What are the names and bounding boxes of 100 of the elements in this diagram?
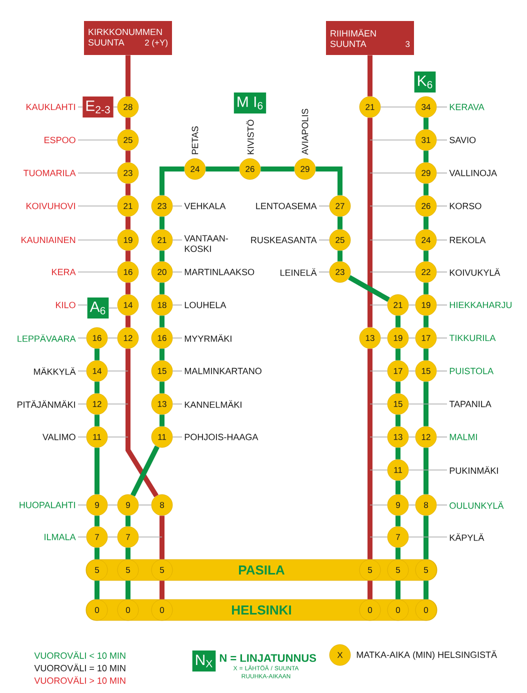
route-line	[94, 548, 100, 560]
station-name: REKOLA	[450, 236, 486, 244]
leader-line	[78, 172, 118, 174]
station-name: KAUNIAINEN	[22, 236, 76, 244]
route-line	[126, 548, 130, 560]
line-badge: E$_{2-3}$	[82, 96, 114, 118]
leader-line	[408, 504, 416, 506]
leader-line	[408, 436, 416, 438]
route-line	[206, 166, 240, 172]
station-name: PUISTOLA	[450, 368, 494, 374]
leader-line	[172, 436, 182, 438]
leader-line	[107, 504, 118, 506]
leader-line	[370, 304, 388, 306]
route-line	[126, 580, 130, 600]
direction-box: KIRKKONUMMEN SUUNTA 2 (+Y)	[84, 21, 172, 55]
line-badge: A$_{6}$	[87, 298, 109, 318]
route-line	[160, 414, 164, 426]
station-name: POHJOIS-HAAGA	[184, 434, 258, 440]
station-name: KORSO	[450, 202, 482, 210]
leader-line	[78, 436, 87, 438]
route-line	[160, 348, 164, 360]
station-name: HIEKKAHARJU	[450, 302, 512, 308]
route-line	[396, 516, 400, 526]
station-name: KOIVUKYLÄ	[450, 268, 500, 276]
route-line	[260, 166, 294, 172]
leader-line	[370, 504, 388, 506]
leader-line	[172, 370, 182, 372]
station-name: LOUHELA	[184, 302, 226, 308]
route-line	[126, 250, 130, 262]
station-name: ESPOO	[44, 136, 76, 144]
station-name: MÄKKYLÄ	[34, 367, 76, 375]
leader-line	[436, 172, 448, 174]
route-line	[126, 184, 130, 196]
route-line	[160, 580, 164, 600]
route-line	[126, 282, 130, 294]
station-name: VANTAAN- KOSKI	[184, 235, 228, 252]
leader-line	[408, 370, 416, 372]
route-line	[160, 216, 164, 230]
route-line	[396, 414, 400, 426]
station-name: VALIMO	[42, 434, 76, 440]
leader-line	[436, 370, 448, 372]
route-line	[424, 118, 428, 130]
station-name: KAUKLAHTI	[26, 104, 75, 110]
route-line	[348, 275, 390, 302]
leader-line	[107, 436, 128, 438]
station-name: KERA	[52, 268, 76, 276]
station-name: PUKINMÄKI	[450, 466, 498, 474]
route-line	[368, 118, 372, 328]
station-name: KÄPYLÄ	[450, 533, 484, 541]
route-line	[424, 184, 428, 196]
route-line	[396, 316, 400, 328]
leader-line	[107, 536, 118, 538]
route-line	[160, 282, 164, 294]
line-badge: N$_{X}$	[192, 650, 216, 672]
station-name: PITÄJÄNMÄKI	[18, 400, 75, 408]
line-badge: M I$_{6}$	[234, 92, 266, 114]
route-line	[160, 166, 184, 196]
legend-entry: VUOROVÄLI < 10 MIN	[34, 651, 126, 659]
leader-line	[78, 536, 87, 538]
leader-line	[113, 106, 118, 108]
route-line	[396, 580, 400, 600]
route-line	[424, 448, 428, 494]
station-name: TUOMARILA	[24, 170, 76, 176]
station-name: AVIAPOLIS	[302, 108, 308, 155]
route-line	[94, 516, 100, 526]
route-line	[424, 348, 428, 360]
route-line	[396, 382, 400, 394]
route-line	[368, 55, 372, 96]
legend-text: N = LINJATUNNUS	[220, 654, 316, 662]
station-name: KOIVUHOVI	[26, 202, 75, 210]
leader-line	[78, 304, 88, 306]
station-name: KANNELMÄKI	[184, 400, 242, 408]
route-line	[94, 382, 100, 394]
route-line	[338, 216, 342, 230]
station-name: ILMALA	[44, 534, 76, 540]
leader-line	[408, 304, 416, 306]
leader-line	[436, 304, 448, 306]
direction-box: RIIHIMÄEN SUUNTA 3	[326, 21, 414, 55]
station-name: RUSKEASANTA	[251, 236, 317, 244]
route-line	[368, 348, 372, 560]
route-line	[126, 316, 130, 328]
leader-line	[78, 504, 87, 506]
route-line	[316, 166, 342, 196]
route-line	[396, 480, 400, 494]
route-line	[424, 316, 428, 328]
leader-line	[436, 436, 448, 438]
leader-line	[78, 106, 83, 108]
line-badge: K$_{6}$	[414, 72, 436, 92]
station-name: MYYRMÄKI	[184, 334, 232, 342]
station-name: PETAS	[192, 126, 198, 154]
route-line	[424, 216, 428, 230]
leader-line	[138, 536, 162, 538]
route-line	[424, 580, 428, 600]
route-line	[160, 516, 164, 560]
route-line	[130, 445, 160, 497]
route-line	[424, 150, 428, 162]
station-name: LENTOASEMA	[256, 202, 317, 210]
leader-line	[78, 370, 87, 372]
leader-line	[408, 536, 448, 538]
route-line	[126, 55, 130, 96]
